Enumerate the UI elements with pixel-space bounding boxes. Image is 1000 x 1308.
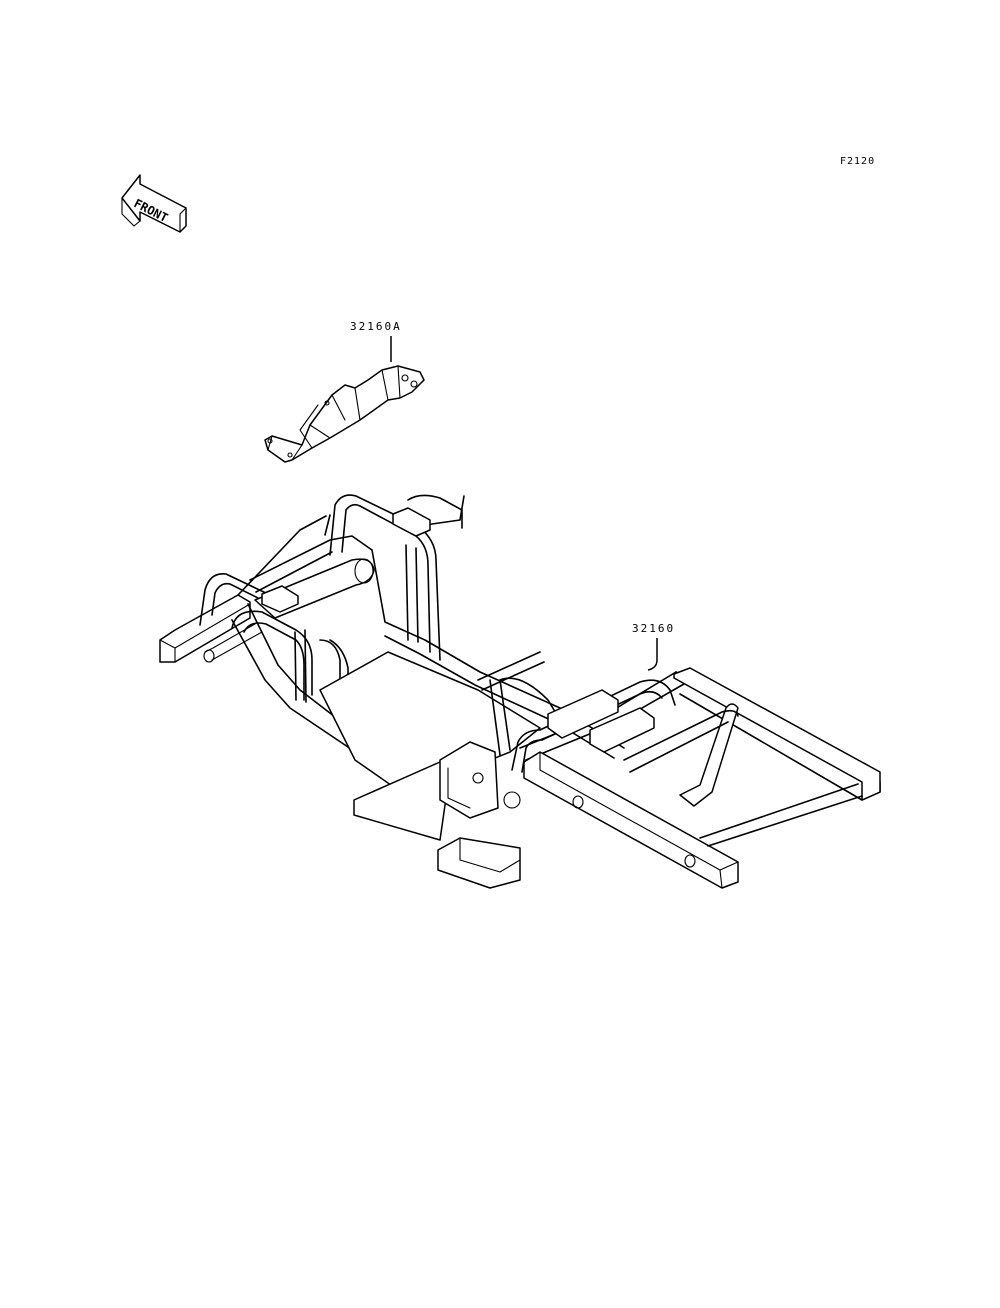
front-arrow-icon: FRONT: [121, 174, 187, 233]
figure-code: F2120: [840, 156, 876, 167]
callout-label-32160: 32160: [632, 622, 676, 635]
part-32160a-guard: [264, 365, 425, 463]
part-32160-frame: [159, 494, 881, 889]
callout-label-32160a: 32160A: [350, 320, 402, 333]
leader-line-32160: [647, 638, 658, 671]
